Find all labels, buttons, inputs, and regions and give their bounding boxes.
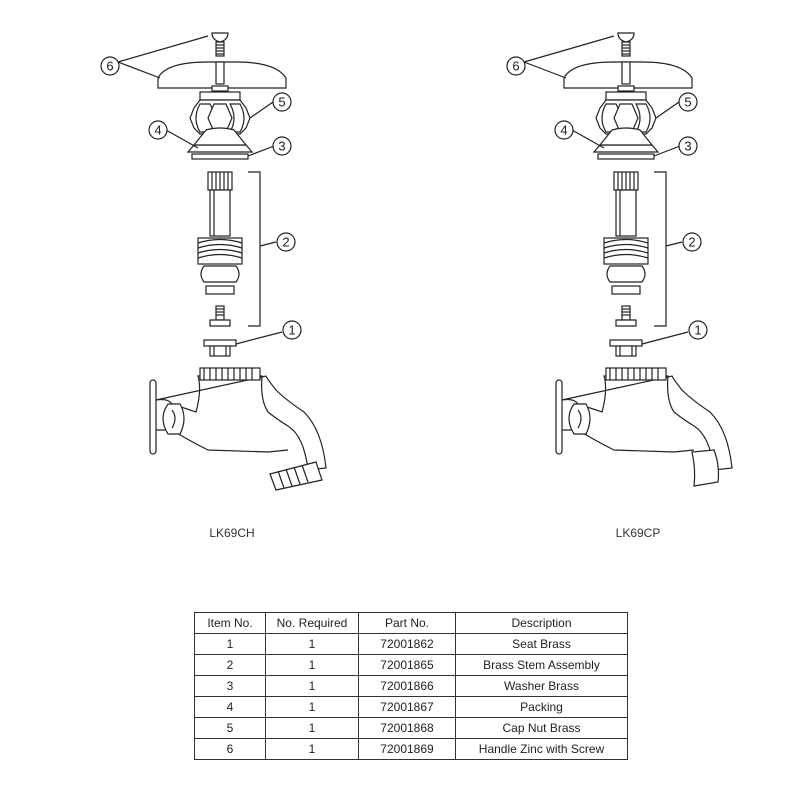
col-header-no-required: No. Required (265, 612, 359, 634)
cell-no-required: 1 (265, 738, 359, 760)
table-row: 4 1 72001867 Packing (194, 696, 628, 718)
model-label-right: LK69CP (615, 526, 661, 540)
cell-part-no: 72001868 (358, 717, 456, 739)
col-header-item-no: Item No. (194, 612, 266, 634)
callout-1 (688, 320, 708, 340)
cell-part-no: 72001867 (358, 696, 456, 718)
callout-1 (282, 320, 302, 340)
callout-3 (678, 136, 698, 156)
callout-2 (682, 232, 702, 252)
callout-label: 4 (560, 123, 567, 138)
plain-spout (691, 449, 720, 487)
callout-label: 6 (106, 59, 113, 74)
cell-no-required: 1 (265, 675, 359, 697)
table-row: 2 1 72001865 Brass Stem Assembly (194, 654, 628, 676)
assembly-lk69cp: 6 5 4 3 2 1 (506, 32, 733, 487)
cell-item-no: 2 (194, 654, 266, 676)
cell-description: Washer Brass (455, 675, 628, 697)
callout-label: 5 (278, 95, 285, 110)
cell-item-no: 4 (194, 696, 266, 718)
callout-label: 3 (684, 139, 691, 154)
cell-no-required: 1 (265, 654, 359, 676)
cell-part-no: 72001866 (358, 675, 456, 697)
callout-label: 6 (512, 59, 519, 74)
callout-label: 1 (288, 323, 295, 338)
cell-description: Packing (455, 696, 628, 718)
callout-label: 2 (282, 235, 289, 250)
threaded-spout (269, 461, 323, 491)
callout-2 (276, 232, 296, 252)
callout-label: 2 (688, 235, 695, 250)
table-row: 6 1 72001869 Handle Zinc with Screw (194, 738, 628, 760)
callout-4 (554, 120, 574, 140)
callout-6 (506, 56, 526, 76)
cell-part-no: 72001865 (358, 654, 456, 676)
cell-description: Handle Zinc with Screw (455, 738, 628, 760)
parts-diagram: 6 5 4 3 2 1 6 5 4 3 2 1 (100, 32, 733, 491)
parts-table: Item No. No. Required Part No. Descripti… (194, 612, 628, 760)
callout-5 (678, 92, 698, 112)
callout-4 (148, 120, 168, 140)
callout-5 (272, 92, 292, 112)
cell-item-no: 5 (194, 717, 266, 739)
callout-label: 1 (694, 323, 701, 338)
table-row: 1 1 72001862 Seat Brass (194, 633, 628, 655)
cell-item-no: 3 (194, 675, 266, 697)
callout-label: 4 (154, 123, 161, 138)
table-header-row: Item No. No. Required Part No. Descripti… (194, 612, 628, 634)
cell-description: Brass Stem Assembly (455, 654, 628, 676)
callout-label: 5 (684, 95, 691, 110)
callout-3 (272, 136, 292, 156)
model-label-left: LK69CH (209, 526, 255, 540)
cell-part-no: 72001869 (358, 738, 456, 760)
table-row: 5 1 72001868 Cap Nut Brass (194, 717, 628, 739)
callout-6 (100, 56, 120, 76)
cell-description: Seat Brass (455, 633, 628, 655)
col-header-part-no: Part No. (358, 612, 456, 634)
cell-no-required: 1 (265, 696, 359, 718)
col-header-description: Description (455, 612, 628, 634)
cell-no-required: 1 (265, 717, 359, 739)
cell-part-no: 72001862 (358, 633, 456, 655)
assembly-lk69ch: 6 5 4 3 2 1 (100, 32, 327, 491)
cell-item-no: 1 (194, 633, 266, 655)
table-row: 3 1 72001866 Washer Brass (194, 675, 628, 697)
cell-item-no: 6 (194, 738, 266, 760)
callout-label: 3 (278, 139, 285, 154)
cell-description: Cap Nut Brass (455, 717, 628, 739)
cell-no-required: 1 (265, 633, 359, 655)
